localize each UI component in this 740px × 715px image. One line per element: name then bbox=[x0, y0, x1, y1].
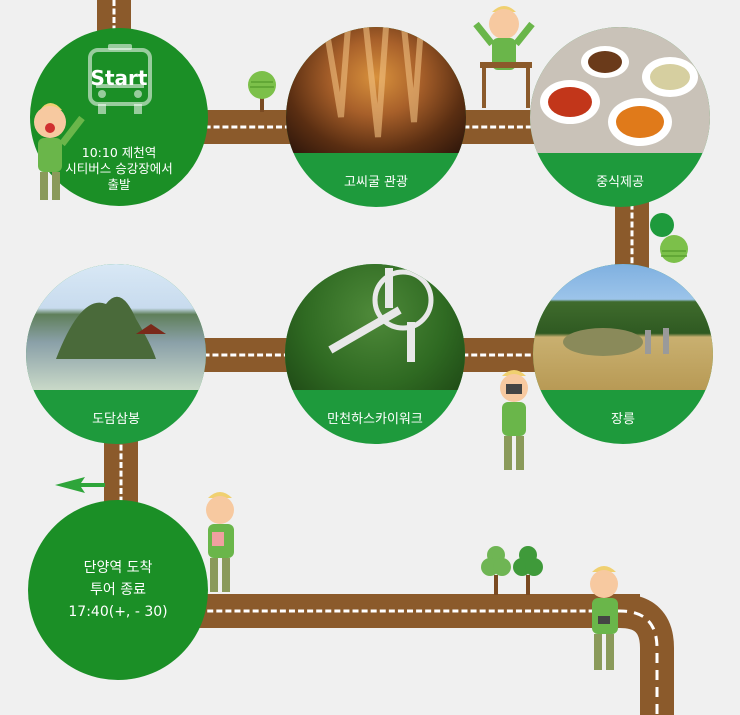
stop-label: 만천하스카이워크 bbox=[327, 411, 423, 427]
start-line-3: 출발 bbox=[107, 177, 131, 192]
mascot-notepad-icon bbox=[206, 492, 234, 592]
end-line-1: 단양역 도착 bbox=[83, 560, 153, 576]
mascot-walking-icon bbox=[590, 566, 618, 670]
stop-gossigul-cave: 고씨굴 관광 bbox=[286, 27, 466, 207]
stop-jangneung: 장릉 bbox=[533, 264, 713, 444]
mascot-pointing-icon bbox=[34, 103, 85, 200]
skywalk-photo bbox=[285, 264, 465, 390]
road-curve-bottom bbox=[600, 594, 674, 715]
stop-label: 장릉 bbox=[611, 411, 635, 427]
start-line-1: 10:10 제천역 bbox=[81, 145, 157, 160]
tree-icon bbox=[650, 213, 688, 263]
stop-label: 도담삼봉 bbox=[92, 411, 140, 427]
dodamsambong-photo bbox=[26, 264, 206, 390]
stop-dodamsambong: 도담삼봉 bbox=[26, 264, 206, 444]
stop-lunch: 중식제공 bbox=[530, 27, 710, 207]
mascot-cheering-icon bbox=[473, 6, 535, 108]
tree-icon bbox=[513, 546, 543, 595]
start-badge: Start bbox=[90, 66, 148, 90]
stop-label: 중식제공 bbox=[596, 174, 644, 190]
stop-skywalk: 만천하스카이워크 bbox=[285, 264, 465, 444]
stop-label: 고씨굴 관광 bbox=[344, 174, 408, 190]
cave-photo bbox=[286, 27, 466, 153]
lunch-photo bbox=[530, 27, 710, 153]
tree-icon bbox=[248, 71, 276, 112]
tree-icon bbox=[481, 546, 511, 595]
end-line-2: 투어 종료 bbox=[90, 582, 146, 598]
bus-icon bbox=[88, 44, 152, 114]
end-line-3: 17:40(+, - 30) bbox=[68, 604, 168, 620]
road-row3 bbox=[180, 594, 640, 628]
start-label: 10:10 제천역 시티버스 승강장에서 출발 bbox=[30, 28, 208, 206]
jangneung-photo bbox=[533, 264, 713, 390]
start-line-2: 시티버스 승강장에서 bbox=[65, 161, 173, 176]
direction-arrow-icon bbox=[55, 477, 105, 493]
mascot-camera-icon bbox=[500, 370, 528, 470]
end-stop: 단양역 도착 투어 종료 17:40(+, - 30) bbox=[28, 500, 208, 680]
